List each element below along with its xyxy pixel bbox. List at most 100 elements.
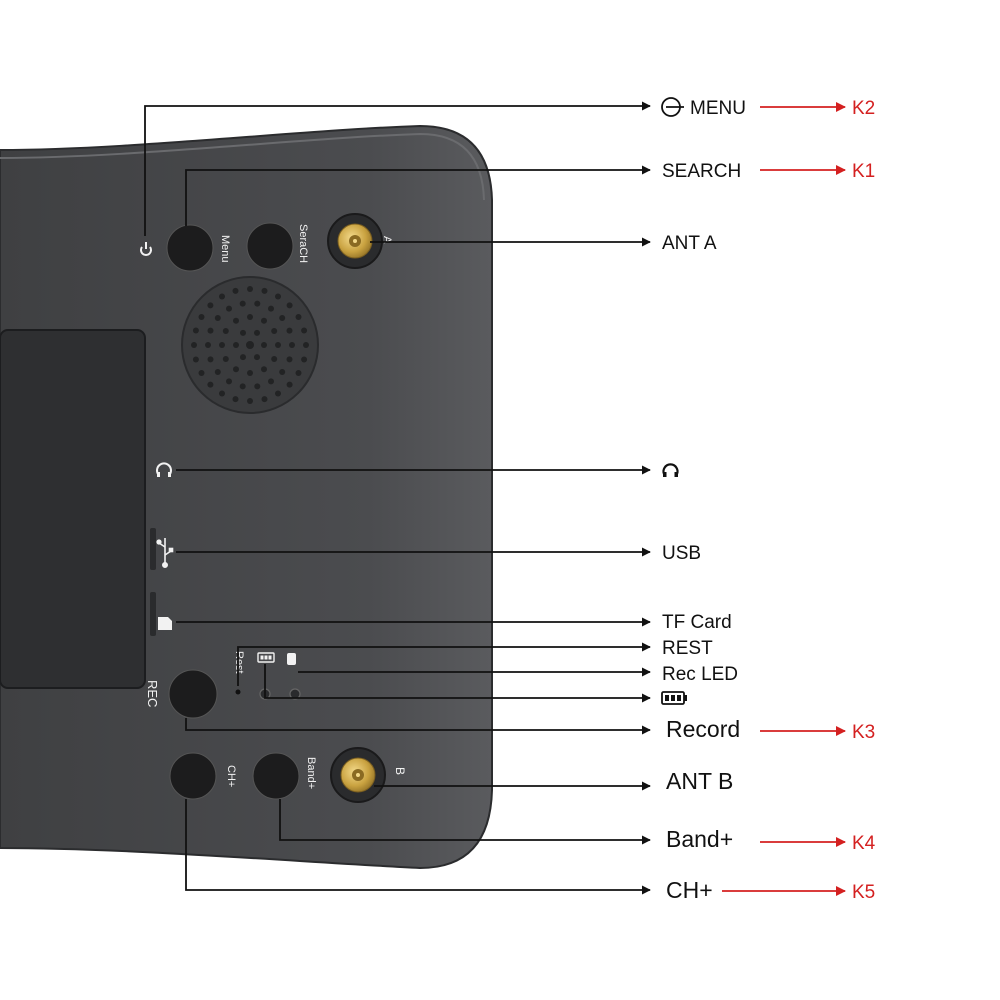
speaker-hole [233, 317, 239, 324]
speaker-hole [268, 378, 274, 385]
tf-card-slot [150, 592, 156, 636]
speaker-hole [286, 381, 293, 388]
key-k2-label: K2 [852, 98, 875, 119]
speaker-hole [286, 356, 293, 363]
tf-card-icon [158, 617, 172, 630]
speaker-hole [247, 398, 253, 404]
speaker-hole [192, 356, 199, 363]
record-callout-label: Record [666, 716, 740, 742]
search-button[interactable] [246, 222, 294, 270]
band-button[interactable] [252, 752, 300, 800]
ch-button-label: CH+ [225, 765, 237, 787]
speaker-hole [275, 342, 281, 348]
menu-button[interactable] [166, 224, 214, 272]
usb-slot [150, 528, 156, 570]
ch-button[interactable] [169, 752, 217, 800]
speaker-hole [198, 314, 205, 320]
speaker-hole [303, 342, 309, 348]
speaker-hole [207, 302, 214, 309]
speaker-hole [301, 356, 308, 363]
speaker-hole [207, 381, 214, 388]
speaker-hole [261, 396, 268, 403]
search-callout-label: SEARCH [662, 161, 741, 182]
speaker-hole [207, 327, 214, 334]
svg-text:Menu: Menu [219, 235, 231, 263]
ant-a-callout-label: ANT A [662, 233, 717, 254]
leader-record [185, 718, 651, 735]
speaker-hole [219, 390, 225, 397]
rest-label: Rest [233, 651, 245, 674]
ant-b-callout-label: ANT B [666, 768, 733, 794]
speaker-hole [254, 329, 260, 336]
antenna-b-connector [330, 747, 386, 803]
speaker-hole [205, 342, 211, 348]
speaker-hole [239, 300, 246, 307]
leader-band [279, 799, 651, 845]
band-button-label: Band+ [305, 757, 317, 789]
antenna-b-mark: B [393, 767, 407, 775]
leader-ch [185, 799, 651, 895]
speaker-hole [286, 327, 293, 334]
speaker-hole [222, 356, 229, 362]
rest-callout-label: REST [662, 638, 713, 659]
menu-power-icon [661, 97, 684, 117]
speaker-hole [247, 314, 253, 320]
menu-callout-label: MENU [690, 98, 746, 119]
search-button-label: SeraCH [297, 224, 309, 263]
speaker-hole [279, 315, 286, 321]
svg-text:REC: REC [145, 680, 160, 707]
speaker-grille [181, 276, 319, 414]
speaker-hole [232, 287, 239, 294]
battery-indicator-icon [257, 652, 275, 663]
leader-menu [144, 101, 651, 236]
antenna-a-mark: A [381, 236, 393, 244]
rec-led-icon [287, 653, 296, 665]
speaker-hole [261, 342, 267, 348]
speaker-hole [254, 383, 261, 390]
speaker-hole [261, 287, 268, 294]
rec-button-label: REC [145, 680, 160, 707]
speaker-hole [226, 305, 232, 312]
leader-search [185, 165, 651, 226]
headphone-callout-icon [662, 463, 679, 477]
speaker-hole [254, 300, 261, 307]
speaker-hole [247, 370, 253, 376]
speaker-hole [271, 328, 278, 334]
key-k5-label: K5 [852, 882, 875, 903]
key-k3-label: K3 [852, 722, 875, 743]
usb-port-icon [156, 538, 174, 568]
speaker-hole [219, 342, 225, 348]
speaker-hole [247, 286, 253, 292]
speaker-hole [240, 329, 246, 336]
svg-text:Rest: Rest [233, 651, 245, 674]
speaker-hole [207, 356, 214, 363]
reset-hole [235, 689, 241, 695]
speaker-hole [289, 342, 295, 348]
speaker-hole [254, 354, 260, 361]
record-button[interactable] [168, 669, 218, 719]
device-screen [0, 329, 146, 689]
tf-card-callout-label: TF Card [662, 612, 732, 633]
rec-led-callout-label: Rec LED [662, 664, 738, 685]
speaker-hole [233, 366, 239, 373]
speaker-hole [198, 370, 205, 376]
speaker-hole [261, 317, 267, 324]
battery-callout-icon [661, 691, 687, 705]
speaker-hole [301, 327, 308, 334]
speaker-hole [222, 328, 229, 334]
speaker-hole [261, 366, 267, 373]
ch-callout-label: CH+ [666, 877, 713, 903]
svg-text:Band+: Band+ [305, 757, 317, 789]
svg-text:B: B [393, 767, 407, 775]
speaker-hole [214, 315, 221, 321]
speaker-hole [246, 341, 254, 349]
leader-battery [264, 664, 651, 703]
speaker-hole [271, 356, 278, 362]
speaker-hole [226, 378, 232, 385]
speaker-hole [295, 314, 302, 320]
leader-rest [237, 642, 651, 686]
speaker-hole [286, 302, 293, 309]
power-icon [140, 242, 152, 256]
antenna-a-connector [327, 213, 383, 269]
